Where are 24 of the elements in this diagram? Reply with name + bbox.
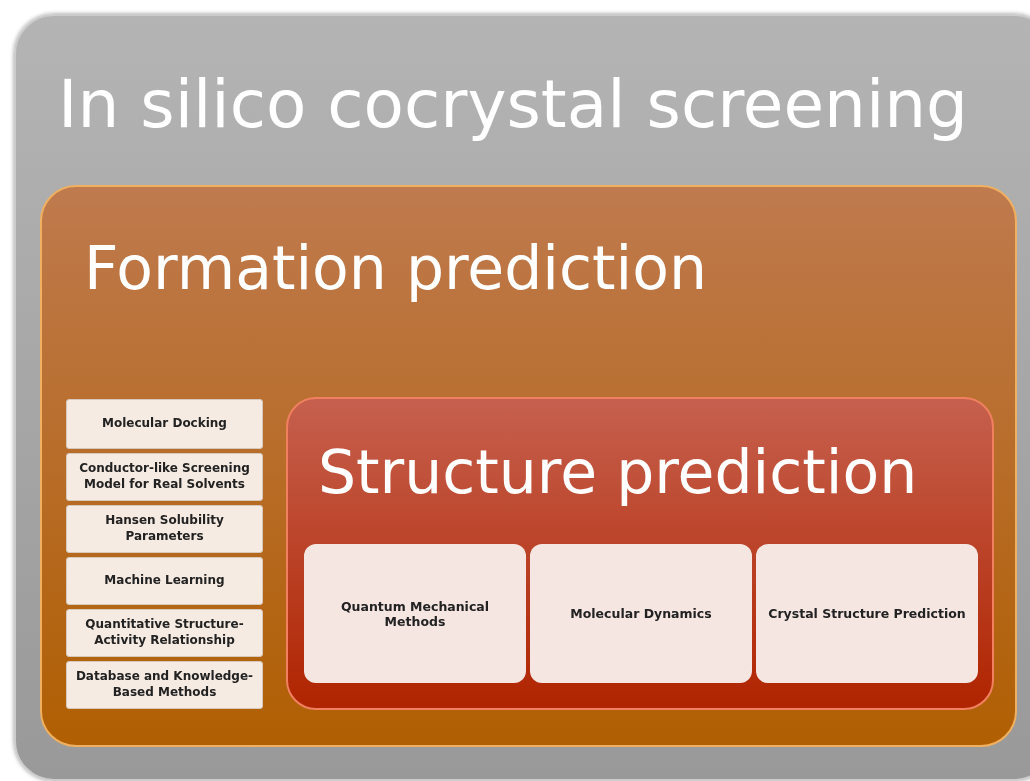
method-box xyxy=(66,453,263,501)
method-box xyxy=(66,609,263,657)
panel-heading: In silico cocrystal screening xyxy=(58,66,968,143)
method-label: Database and Knowledge-Based Methods xyxy=(74,669,255,701)
panel-heading: Structure prediction xyxy=(318,437,918,507)
method-box xyxy=(66,557,263,605)
panel-heading: Formation prediction xyxy=(84,233,707,303)
method-label: Quantum Mechanical Methods xyxy=(339,598,491,629)
category-panel xyxy=(286,397,994,710)
method-box xyxy=(66,505,263,553)
method-box xyxy=(530,544,752,683)
method-label: Quantitative Structure-Activity Relationship xyxy=(84,617,245,649)
method-label: Hansen Solubility Parameters xyxy=(104,513,225,545)
method-label: Molecular Docking xyxy=(101,416,228,432)
category-panel xyxy=(40,185,1017,747)
method-box xyxy=(304,544,526,683)
method-label: Crystal Structure Prediction xyxy=(767,606,967,621)
method-label: Molecular Dynamics xyxy=(569,606,713,621)
outer-panel xyxy=(14,14,1030,781)
method-box xyxy=(756,544,978,683)
method-label: Conductor-like Screening Model for Real Solvents xyxy=(78,461,251,493)
method-label: Machine Learning xyxy=(103,573,226,589)
method-box xyxy=(66,399,263,449)
method-box xyxy=(66,661,263,709)
